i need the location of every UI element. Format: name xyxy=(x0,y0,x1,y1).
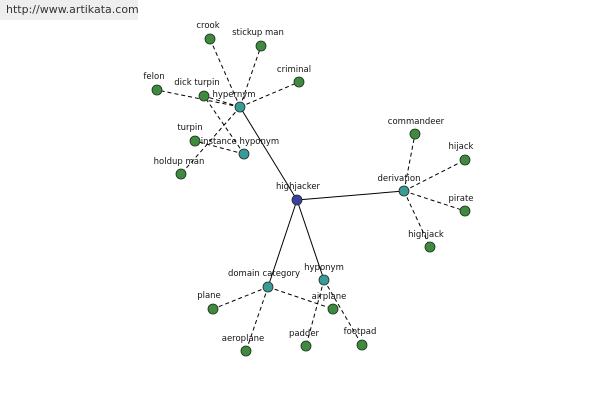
node-label-stickup-man[interactable]: stickup man xyxy=(232,28,284,38)
node-criminal[interactable] xyxy=(293,76,305,88)
node-label-holdup-man[interactable]: holdup man xyxy=(154,157,205,167)
node-highjack[interactable] xyxy=(424,241,436,253)
edge-hypernym-to-holdup-man xyxy=(180,106,241,175)
edge-instance-hyponym-to-turpin xyxy=(194,140,245,155)
node-label-aeroplane[interactable]: aeroplane xyxy=(222,334,265,344)
node-label-plane[interactable]: plane xyxy=(197,291,221,301)
node-stickup-man[interactable] xyxy=(255,40,267,52)
node-label-derivation[interactable]: derivation xyxy=(377,174,420,184)
edge-highjacker-to-derivation xyxy=(296,190,405,201)
node-label-criminal[interactable]: criminal xyxy=(277,65,311,75)
node-hijack[interactable] xyxy=(459,154,471,166)
node-label-commandeer[interactable]: commandeer xyxy=(388,117,445,127)
edge-highjacker-to-hypernym xyxy=(239,106,298,201)
edge-domain-category-to-airplane xyxy=(267,286,334,310)
node-label-highjacker[interactable]: highjacker xyxy=(276,182,321,192)
node-hyponym[interactable] xyxy=(318,274,330,286)
edge-highjacker-to-hyponym xyxy=(296,199,325,281)
node-crook[interactable] xyxy=(204,33,216,45)
node-plane[interactable] xyxy=(207,303,219,315)
node-pirate[interactable] xyxy=(459,205,471,217)
node-airplane[interactable] xyxy=(327,303,339,315)
node-label-hypernym[interactable]: hypernym xyxy=(212,90,255,100)
edge-derivation-to-hijack xyxy=(403,159,466,192)
node-turpin[interactable] xyxy=(189,135,201,147)
edge-hyponym-to-footpad xyxy=(323,279,363,346)
node-domain-category[interactable] xyxy=(262,281,274,293)
edge-hypernym-to-felon xyxy=(156,89,241,108)
node-commandeer[interactable] xyxy=(409,128,421,140)
node-label-turpin[interactable]: turpin xyxy=(177,123,202,133)
node-label-felon[interactable]: felon xyxy=(143,72,164,82)
graph-labels: highjacker hypernym instance hyponym deriva… xyxy=(143,21,473,344)
edge-hypernym-to-stickup-man xyxy=(239,45,262,108)
edge-domain-category-to-plane xyxy=(212,286,269,310)
node-label-dick-turpin[interactable]: dick turpin xyxy=(174,78,219,88)
node-label-padder[interactable]: padder xyxy=(289,329,320,339)
node-holdup-man[interactable] xyxy=(175,168,187,180)
node-hypernym[interactable] xyxy=(234,101,246,113)
node-highjacker[interactable] xyxy=(291,194,303,206)
edge-highjacker-to-domain-category xyxy=(267,199,298,288)
edge-derivation-to-pirate xyxy=(403,190,466,212)
edge-hypernym-to-dick-turpin xyxy=(203,95,241,108)
node-footpad[interactable] xyxy=(356,339,368,351)
site-url-banner[interactable]: http://www.artikata.com xyxy=(0,0,139,20)
node-aeroplane[interactable] xyxy=(240,345,252,357)
node-label-highjack[interactable]: highjack xyxy=(408,230,444,240)
edge-domain-category-to-aeroplane xyxy=(245,286,269,352)
node-label-hijack[interactable]: hijack xyxy=(449,142,474,152)
site-url-text[interactable]: http://www.artikata.com xyxy=(6,3,139,16)
node-label-hyponym[interactable]: hyponym xyxy=(304,263,344,273)
graph-edges xyxy=(156,38,466,352)
node-label-crook[interactable]: crook xyxy=(196,21,219,31)
edge-hyponym-to-padder xyxy=(305,279,325,347)
node-instance-hyponym[interactable] xyxy=(238,148,250,160)
node-padder[interactable] xyxy=(300,340,312,352)
edge-derivation-to-highjack xyxy=(403,190,431,248)
node-derivation[interactable] xyxy=(398,185,410,197)
node-label-instance-hyponym[interactable]: instance hyponym xyxy=(201,137,279,147)
node-label-domain-category[interactable]: domain category xyxy=(228,269,300,279)
edge-hypernym-to-criminal xyxy=(239,81,300,108)
node-dick-turpin[interactable] xyxy=(198,90,210,102)
edge-hypernym-to-crook xyxy=(209,38,241,108)
graph-nodes xyxy=(151,33,471,357)
edge-derivation-to-commandeer xyxy=(403,133,416,192)
node-felon[interactable] xyxy=(151,84,163,96)
node-label-footpad[interactable]: footpad xyxy=(344,327,377,337)
node-label-pirate[interactable]: pirate xyxy=(448,194,473,204)
node-label-airplane[interactable]: airplane xyxy=(312,292,347,302)
